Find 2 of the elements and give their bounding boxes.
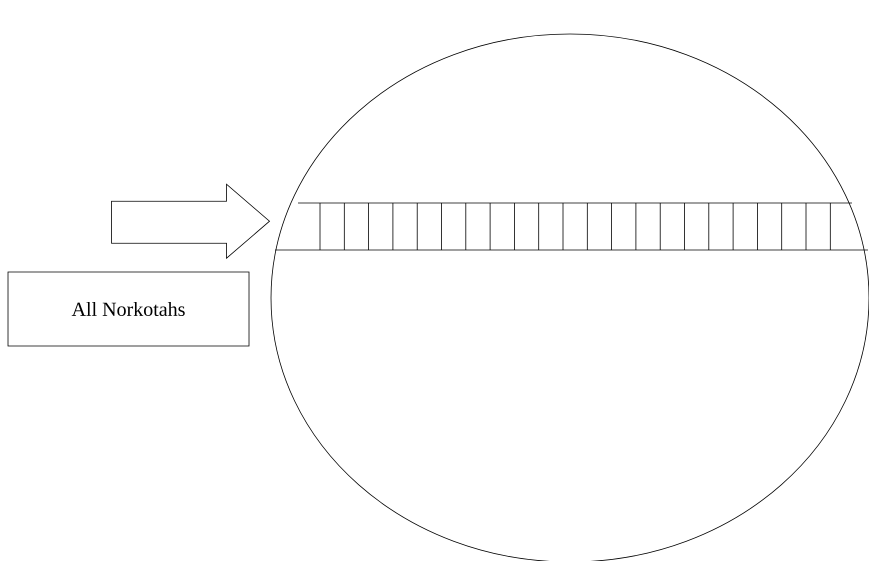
block-arrow <box>111 183 270 260</box>
label-box: All Norkotahs <box>8 272 250 346</box>
